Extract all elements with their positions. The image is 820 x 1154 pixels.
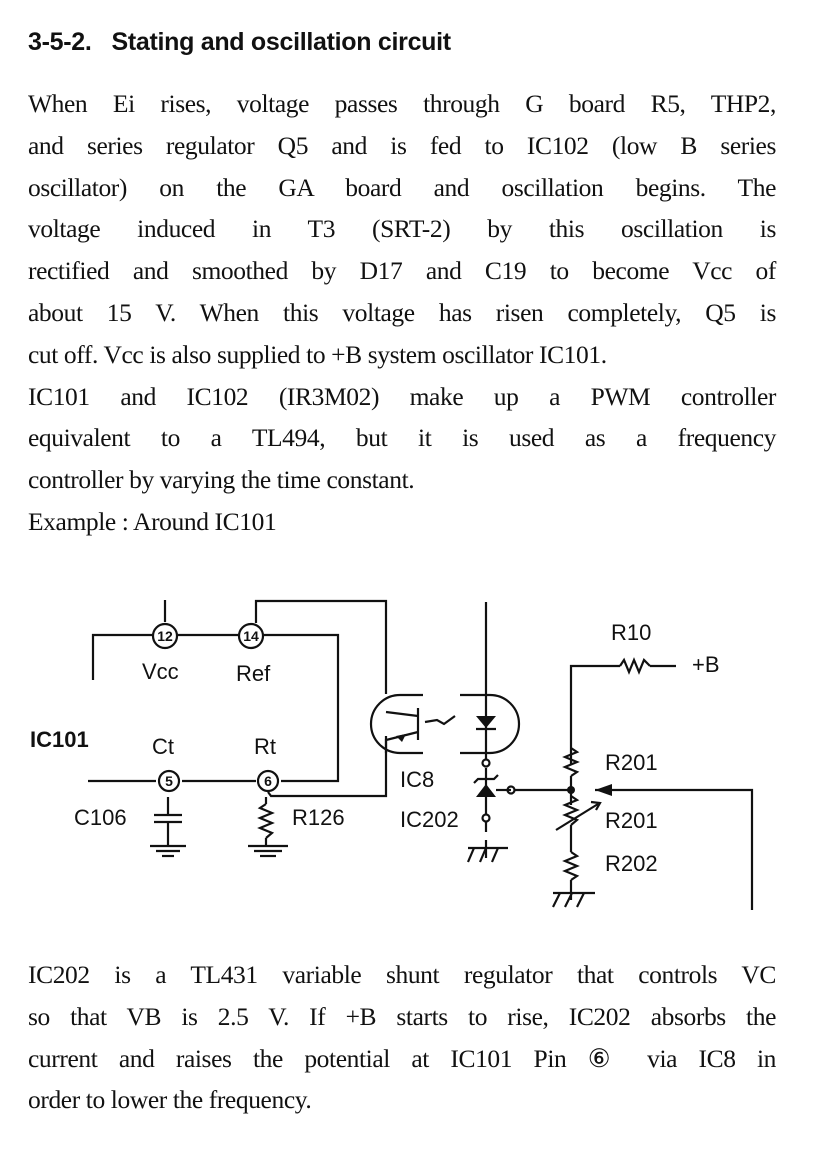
r201-variable-label: R201 (605, 808, 658, 833)
resistor-symbols (257, 657, 651, 893)
pin-circles (151, 622, 280, 793)
r10-resistor (619, 657, 651, 675)
section-heading: 3-5-2. Stating and oscillation circuit (28, 28, 451, 57)
paragraph-line: controller by varying the time constant. (28, 465, 415, 495)
example-caption: Example : Around IC101 (28, 506, 277, 536)
r202-resistor (562, 851, 580, 881)
pin-5-label: 5 (165, 773, 173, 789)
r201-label: R201 (605, 750, 658, 775)
paragraph-line: current and raises the potential at IC10… (28, 1043, 776, 1073)
paragraph-line: voltage induced in T3 (SRT-2) by this os… (28, 214, 776, 244)
r10-label: R10 (611, 620, 651, 645)
c106-label: C106 (74, 805, 127, 830)
paragraph-line: cut off. Vcc is also supplied to +B syst… (28, 339, 607, 369)
paragraph-line: IC202 is a TL431 variable shunt regulato… (28, 960, 776, 989)
paragraph-line: equivalent to a TL494, but it is used as… (28, 423, 776, 453)
ic101-label: IC101 (30, 727, 89, 752)
r201-variable-resistor (562, 795, 580, 826)
paragraph-line: so that VB is 2.5 V. If +B starts to ris… (28, 1001, 776, 1031)
vcc-label: Vcc (142, 659, 179, 684)
paragraph-line: When Ei rises, voltage passes through G … (28, 89, 776, 118)
feedback-arrow (595, 784, 612, 796)
circuit-diagram: 12 14 5 6 IC101 Vcc Ref Ct Rt C106 R126 … (30, 599, 754, 910)
transistor-arrow (396, 734, 406, 742)
paragraph-line: rectified and smoothed by D17 and C19 to… (28, 256, 776, 286)
ic8-label: IC8 (400, 767, 434, 792)
paragraph-line: order to lower the frequency. (28, 1085, 312, 1115)
rt-label: Rt (254, 734, 276, 759)
paragraph-line: about 15 V. When this voltage has risen … (28, 297, 776, 327)
led-triangle (476, 716, 496, 728)
junction-dot (567, 786, 575, 794)
ic202-label: IC202 (400, 807, 459, 832)
pin-6-label: 6 (264, 773, 272, 789)
pin-14-label: 14 (243, 628, 259, 644)
paragraph-line: and series regulator Q5 and is fed to IC… (28, 130, 776, 160)
pin-12-label: 12 (157, 628, 173, 644)
circuit-wires (88, 599, 754, 910)
paragraph-line: oscillator) on the GA board and oscillat… (28, 172, 776, 202)
ref-label: Ref (236, 661, 271, 686)
section-title: Stating and oscillation circuit (111, 28, 451, 56)
ct-label: Ct (152, 734, 174, 759)
intro-paragraph: When Ei rises, voltage passes through G … (28, 83, 776, 543)
shunt-regulator-ic202 (473, 774, 511, 797)
ic202-paragraph: IC202 is a TL431 variable shunt regulato… (28, 954, 776, 1121)
r126-label: R126 (292, 805, 345, 830)
plus-b-label: +B (692, 652, 720, 677)
paragraph-line: IC101 and IC102 (IR3M02) make up a PWM c… (28, 381, 776, 411)
r202-label: R202 (605, 851, 658, 876)
optocoupler-ic8 (369, 693, 521, 755)
section-number: 3-5-2. (28, 28, 92, 56)
r126-resistor (257, 803, 275, 839)
r201-resistor (562, 747, 580, 777)
